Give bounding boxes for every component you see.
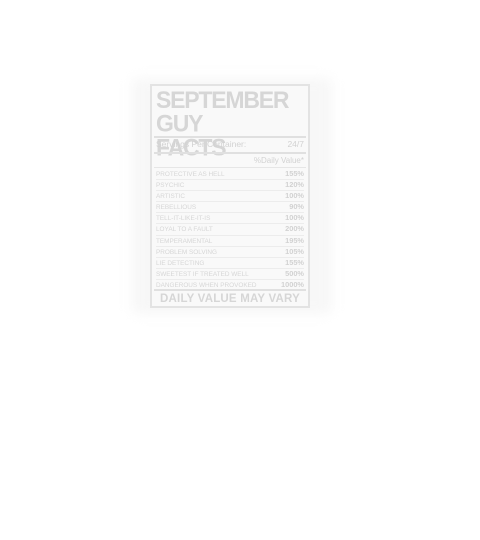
- fact-name: PROBLEM SOLVING: [156, 248, 217, 256]
- title-divider: [154, 136, 306, 138]
- fact-percent: 155%: [285, 169, 304, 178]
- fact-row: PSYCHIC 120%: [156, 180, 304, 192]
- title-line-1: SEPTEMBER GUY: [156, 85, 290, 137]
- fact-name: SWEETEST IF TREATED WELL: [156, 270, 249, 278]
- servings-label: Servings Per Container:: [156, 139, 247, 149]
- label-title: SEPTEMBER GUY FACTS: [156, 85, 308, 160]
- fact-name: TELL-IT-LIKE-IT-IS: [156, 215, 211, 223]
- fact-row: LIE DETECTING 155%: [156, 258, 304, 269]
- fact-percent: 1000%: [280, 279, 304, 289]
- fact-name: LIE DETECTING: [156, 259, 205, 267]
- fact-row: LOYAL TO A FAULT 200%: [156, 224, 304, 236]
- fact-row: TELL-IT-LIKE-IT-IS 100%: [156, 213, 304, 225]
- nutrition-facts-label: SEPTEMBER GUY FACTS Servings Per Contain…: [150, 84, 310, 308]
- fact-percent: 90%: [289, 202, 304, 212]
- fact-name: LOYAL TO A FAULT: [156, 226, 213, 234]
- servings-row: Servings Per Container: 24/7: [156, 139, 304, 151]
- fact-row: PROTECTIVE AS HELL 155%: [156, 169, 304, 181]
- fact-percent: 195%: [285, 235, 304, 245]
- fact-row: SWEETEST IF TREATED WELL 500%: [156, 269, 304, 280]
- fact-percent: 100%: [285, 191, 304, 201]
- footer-divider: [154, 289, 306, 291]
- daily-value-header: %Daily Value*: [253, 156, 304, 165]
- servings-value: 24/7: [287, 139, 304, 149]
- fact-name: DANGEROUS WHEN PROVOKED: [156, 281, 257, 289]
- fact-name: PROTECTIVE AS HELL: [156, 171, 225, 178]
- fact-percent: 100%: [285, 213, 304, 223]
- fact-percent: 120%: [285, 180, 304, 190]
- servings-divider: [154, 152, 306, 154]
- fact-name: ARTISTIC: [156, 193, 185, 201]
- label-footer: DAILY VALUE MAY VARY: [160, 293, 300, 305]
- fact-percent: 105%: [285, 246, 304, 256]
- fact-row: REBELLIOUS 90%: [156, 202, 304, 214]
- fact-percent: 500%: [285, 268, 304, 278]
- fact-row: TEMPERAMENTAL 195%: [156, 236, 304, 247]
- fact-row: PROBLEM SOLVING 105%: [156, 247, 304, 258]
- fact-name: TEMPERAMENTAL: [156, 237, 213, 245]
- fact-row: ARTISTIC 100%: [156, 191, 304, 203]
- fact-percent: 155%: [285, 257, 304, 267]
- fact-name: REBELLIOUS: [156, 204, 197, 212]
- fact-name: PSYCHIC: [156, 182, 185, 190]
- header-divider: [154, 167, 306, 168]
- fact-percent: 200%: [285, 224, 304, 234]
